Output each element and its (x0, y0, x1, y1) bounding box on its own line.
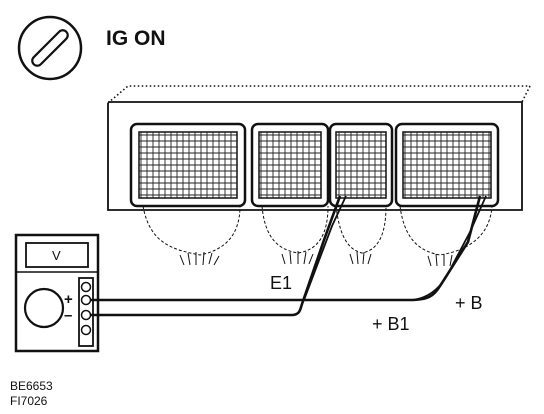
meter-minus-sign: – (64, 307, 72, 324)
ig-on-label: IG ON (106, 27, 166, 50)
terminal-b-label: + B (455, 293, 483, 313)
connector-2 (250, 122, 330, 208)
figure-code-2: FI7026 (10, 394, 48, 408)
ecu-unit (107, 85, 531, 211)
figure-code-1: BE6653 (10, 379, 53, 393)
negative-test-lead (91, 195, 347, 317)
meter-unit-label: V (52, 248, 61, 263)
voltmeter-icon (14, 233, 100, 353)
ignition-key-icon (17, 15, 83, 81)
connector-4 (394, 122, 500, 208)
terminal-b1-label: + B1 (372, 314, 410, 334)
harness-bundles (142, 205, 493, 267)
positive-test-lead (91, 195, 487, 302)
meter-plus-sign: + (64, 291, 73, 308)
connector-1 (129, 122, 247, 208)
connector-3 (328, 122, 394, 208)
terminal-e1-label: E1 (270, 273, 292, 293)
